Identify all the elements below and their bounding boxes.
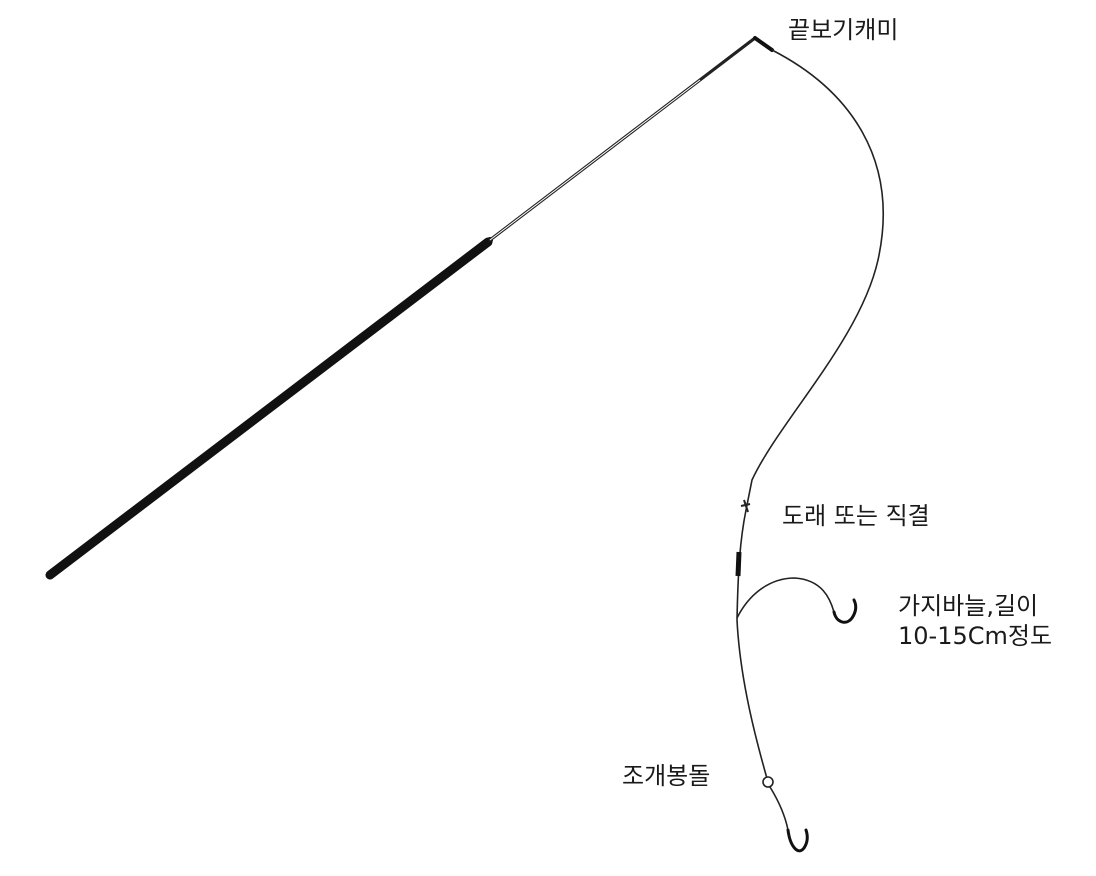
leader-line [736, 509, 769, 783]
main-line [745, 49, 884, 511]
branch-line-label-line2: 10-15Cm정도 [898, 622, 1053, 650]
tip-indicator-label: 끝보기캐미 [788, 16, 899, 44]
dropper-knot [735, 551, 742, 577]
rod-butt-section [45, 237, 493, 580]
bottom-leader [769, 786, 789, 831]
rod-mid-section [467, 237, 493, 259]
branch-line [736, 577, 835, 619]
tip-indicator [753, 36, 774, 52]
sinker-label: 조개봉돌 [622, 762, 711, 790]
swivel-knot [740, 499, 751, 513]
bottom-hook [786, 828, 809, 853]
sinker [762, 776, 774, 788]
rod-tip-section-inner [489, 79, 701, 241]
swivel-label: 도래 또는 직결 [782, 502, 930, 530]
branch-line-label-line1: 가지바늘,길이 [898, 592, 1039, 620]
branch-hook [832, 598, 858, 624]
